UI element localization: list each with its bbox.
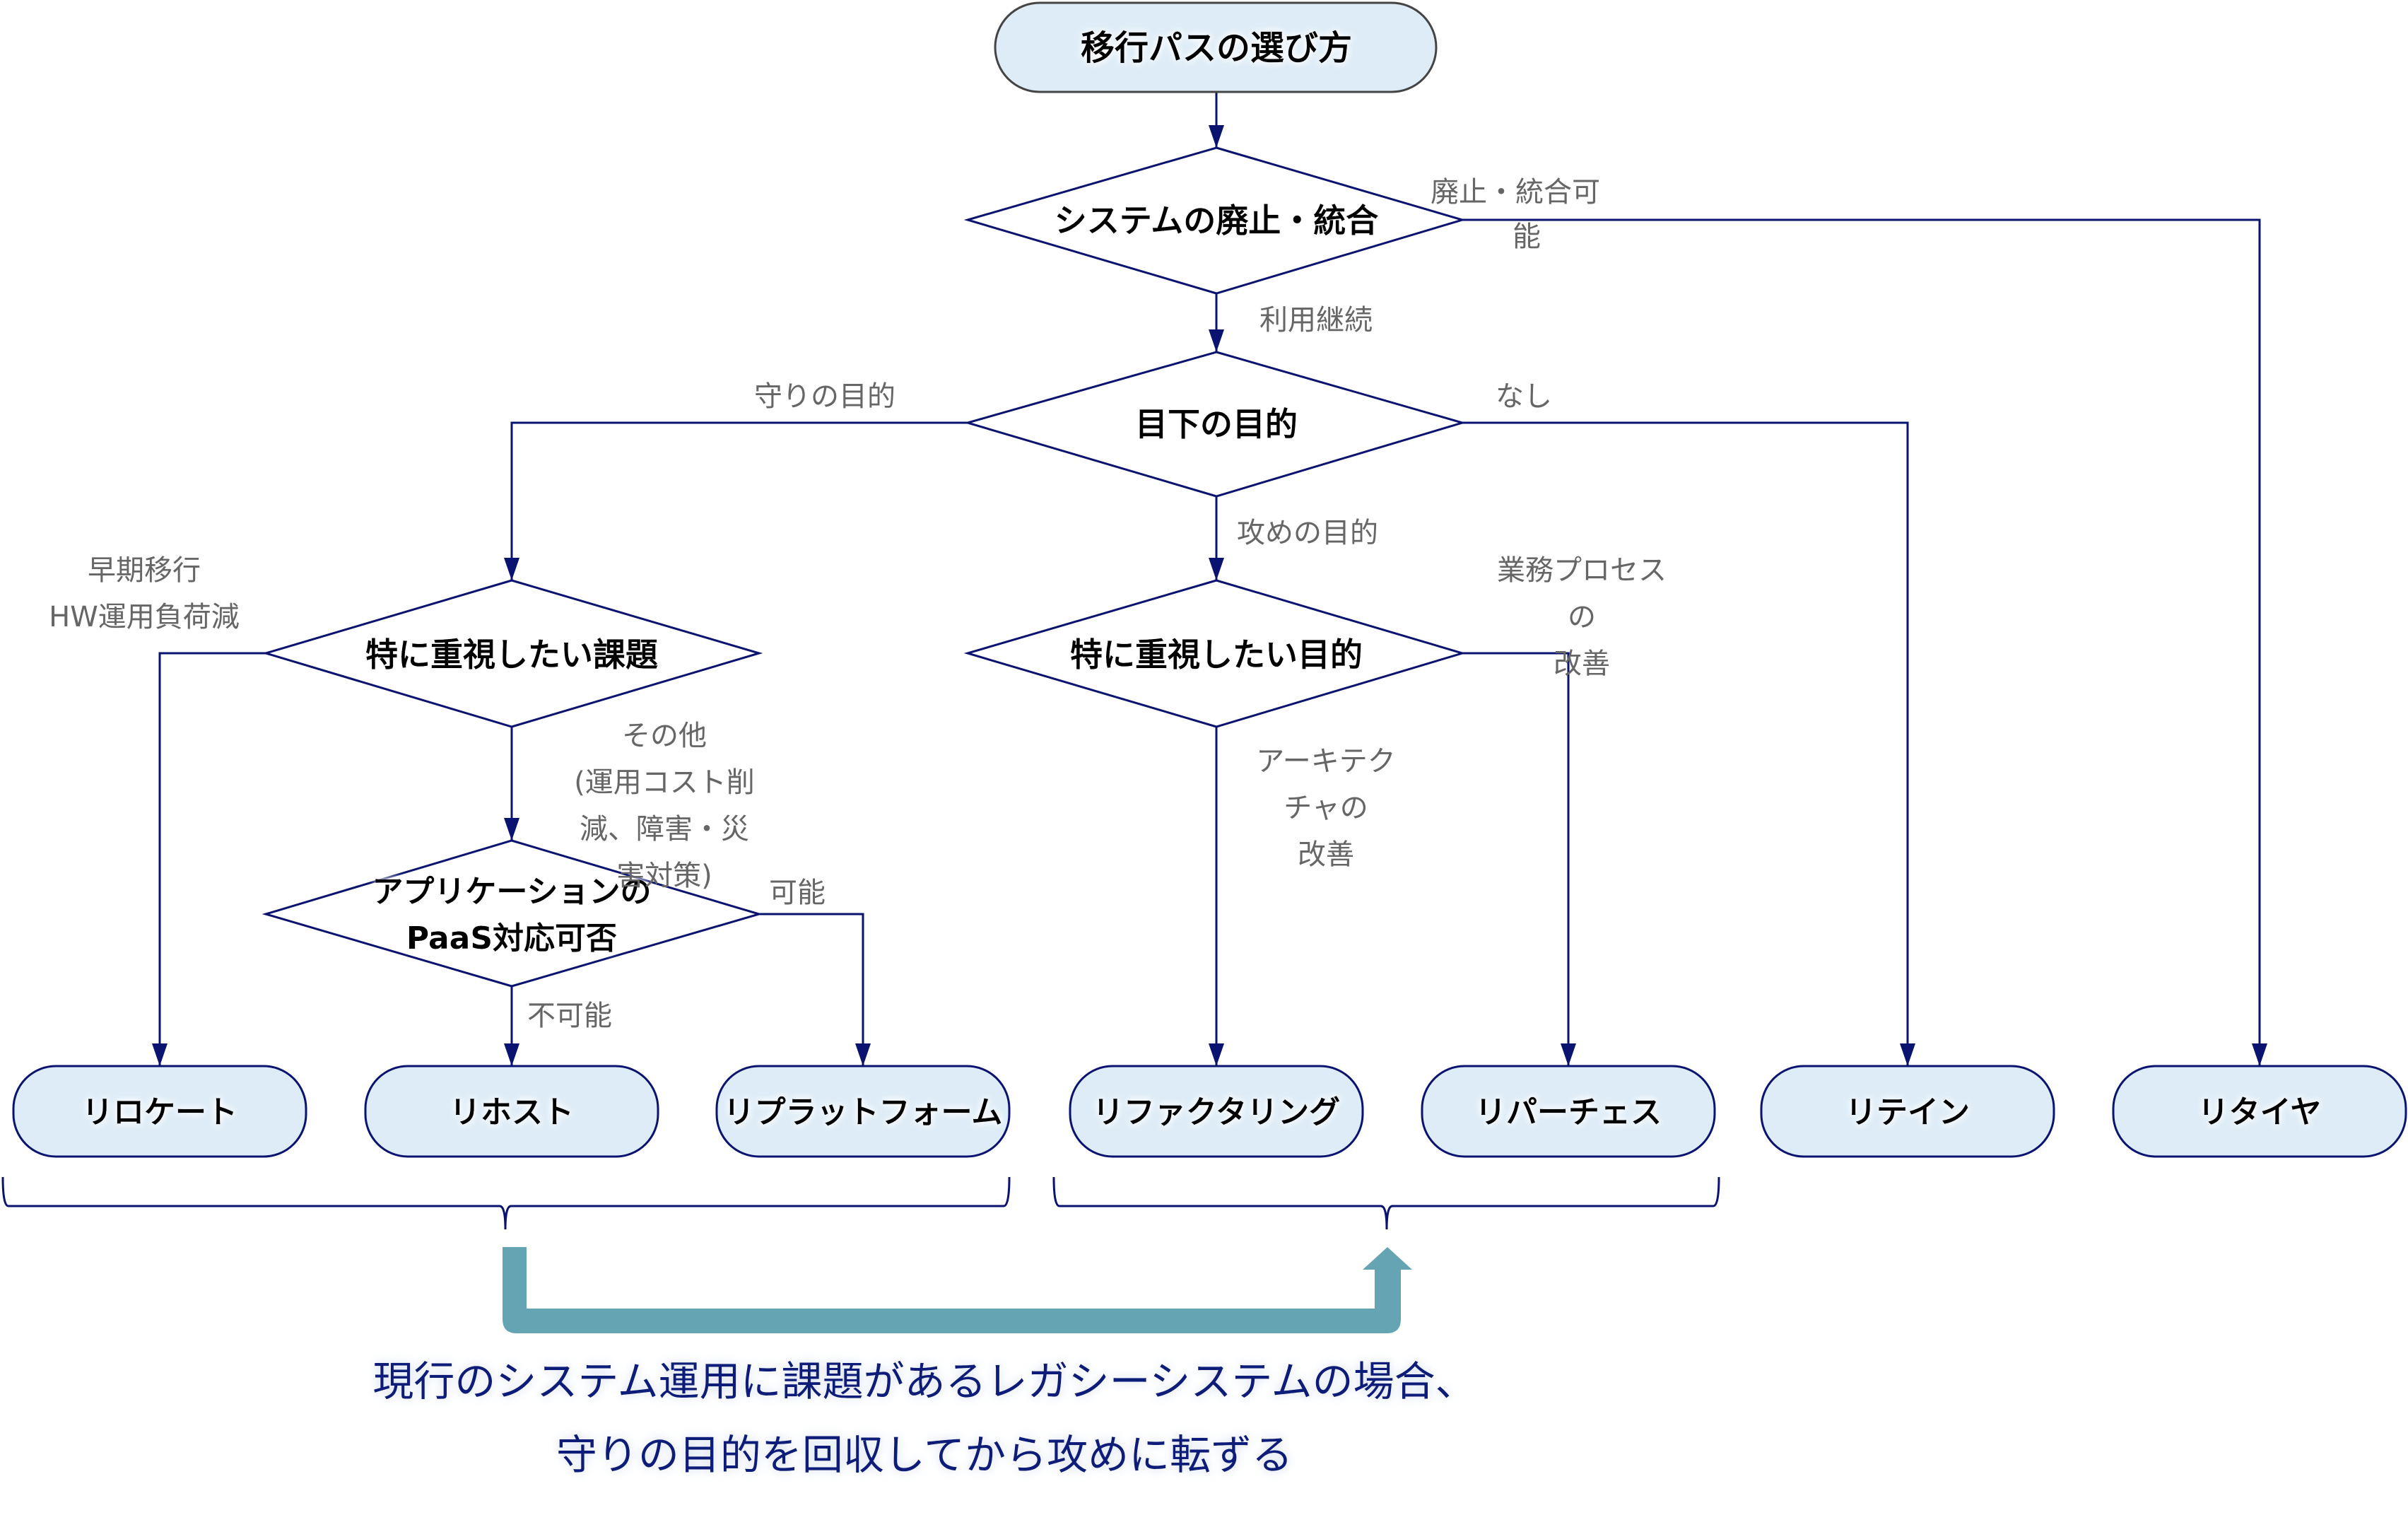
arrowhead-icon xyxy=(152,1043,168,1066)
decision-current-goal: 目下の目的 xyxy=(963,351,1467,498)
outcome-label: リファクタリング xyxy=(1093,1094,1340,1130)
arrowhead-icon xyxy=(504,818,519,841)
edge-label-none: なし xyxy=(1496,380,1552,413)
decision-priority-issue-label: 特に重視したい課題 xyxy=(365,636,658,674)
outcome-label: リパーチェス xyxy=(1475,1094,1662,1130)
decision-retire-check-label: システムの廃止・統合 xyxy=(1055,201,1379,240)
transition-arrow xyxy=(503,1247,1412,1333)
caption-line1: 現行のシステム運用に課題があるレガシーシステムの場合、 xyxy=(372,1357,1476,1405)
decision-paas-label-line1: アプリケーションの xyxy=(372,874,651,910)
decision-retire-check: システムの廃止・統合 xyxy=(963,146,1467,295)
caption-line2: 守りの目的を回収してから攻めに転ずる xyxy=(556,1431,1293,1479)
outcome-retire: リタイヤ xyxy=(2112,1065,2407,1158)
edge-possible-to-replatform xyxy=(759,913,864,1066)
start-label: 移行パスの選び方 xyxy=(1081,28,1352,68)
edge-label-offensive: 攻めの目的 xyxy=(1237,517,1378,549)
edge-label-biz-3: 改善 xyxy=(1554,648,1610,680)
arrowhead-icon xyxy=(504,1043,519,1066)
outcome-replatform: リプラットフォーム xyxy=(715,1065,1011,1158)
edge-label-biz-2: の xyxy=(1568,601,1596,633)
edge-none-to-retain xyxy=(1462,421,1909,1066)
decision-priority-goal: 特に重視したい目的 xyxy=(963,579,1467,728)
decision-paas: アプリケーションの PaaS対応可否 xyxy=(262,839,763,988)
arrowhead-icon xyxy=(1561,1043,1576,1066)
edge-label-other-1: その他 xyxy=(622,720,707,752)
arrowhead-icon xyxy=(2252,1043,2267,1066)
edge-early-to-relocate xyxy=(158,652,266,1066)
decision-priority-goal-label: 特に重視したい目的 xyxy=(1070,636,1363,674)
edge-label-retirable-1: 廃止・統合可 xyxy=(1431,176,1600,209)
outcome-shape xyxy=(1760,1065,2055,1158)
decision-paas-label-line2: PaaS対応可否 xyxy=(406,920,617,956)
start-node: 移行パスの選び方 xyxy=(994,1,1438,93)
arrowhead-icon xyxy=(1900,1043,1915,1066)
outcome-repurchase: リパーチェス xyxy=(1421,1065,1716,1158)
outcome-refactor: リファクタリング xyxy=(1069,1065,1364,1158)
edge-label-early-1: 早期移行 xyxy=(88,554,201,587)
edge-label-biz-1: 業務プロセス xyxy=(1497,554,1667,587)
edge-label-defensive: 守りの目的 xyxy=(754,380,895,413)
arrowhead-icon xyxy=(1209,1043,1224,1066)
edge-retirable-to-retire xyxy=(1462,218,2261,1066)
outcome-label: リタイヤ xyxy=(2198,1094,2322,1130)
arrowhead-icon xyxy=(504,558,519,580)
arrowhead-icon xyxy=(855,1043,871,1066)
outcome-shape xyxy=(364,1065,659,1158)
edge-defensive-to-issue xyxy=(510,421,968,580)
edge-label-retirable-2: 能 xyxy=(1513,221,1541,253)
brace-offensive-group xyxy=(1052,1176,1720,1230)
outcome-shape xyxy=(12,1065,307,1158)
arrowhead-icon xyxy=(1209,329,1224,352)
outcome-rehost: リホスト xyxy=(364,1065,659,1158)
edge-label-arch-2: チャの xyxy=(1284,792,1368,824)
edge-label-arch-1: アーキテク xyxy=(1256,745,1396,778)
arrowhead-icon xyxy=(1209,558,1224,580)
outcome-shape xyxy=(2112,1065,2407,1158)
edge-biz-to-repurchase xyxy=(1462,652,1570,1066)
outcome-shape xyxy=(1421,1065,1716,1158)
outcome-relocate: リロケート xyxy=(12,1065,307,1158)
edge-label-other-3: 減、障害・災 xyxy=(580,813,749,846)
outcome-label: リプラットフォーム xyxy=(724,1094,1003,1130)
edge-label-arch-3: 改善 xyxy=(1298,838,1354,871)
outcome-retain: リテイン xyxy=(1760,1065,2055,1158)
edge-label-possible: 可能 xyxy=(769,877,826,909)
outcome-label: リロケート xyxy=(82,1094,237,1130)
outcome-shape xyxy=(715,1065,1011,1158)
edge-label-impossible: 不可能 xyxy=(527,1000,612,1032)
edge-label-continue-use: 利用継続 xyxy=(1259,304,1373,337)
edge-label-early-2: HW運用負荷減 xyxy=(49,601,240,633)
brace-defensive-group xyxy=(1,1176,1011,1230)
outcome-label: リテイン xyxy=(1845,1094,1970,1130)
decision-priority-issue: 特に重視したい課題 xyxy=(262,579,763,728)
decision-current-goal-label: 目下の目的 xyxy=(1135,405,1298,443)
arrowhead-icon xyxy=(1209,125,1224,148)
edge-label-other-2: (運用コスト削 xyxy=(574,766,755,799)
outcomes: リロケート リホスト リプラットフォーム リファクタリング リパーチェス リテイン リタイヤ xyxy=(12,1065,2407,1158)
edge-labels: 廃止・統合可 能 利用継続 守りの目的 なし 攻めの目的 早期移行 HW運用負荷… xyxy=(49,176,1667,1032)
outcome-label: リホスト xyxy=(450,1094,574,1130)
edge-label-other-4: 害対策) xyxy=(616,860,712,892)
outcome-shape xyxy=(1069,1065,1364,1158)
